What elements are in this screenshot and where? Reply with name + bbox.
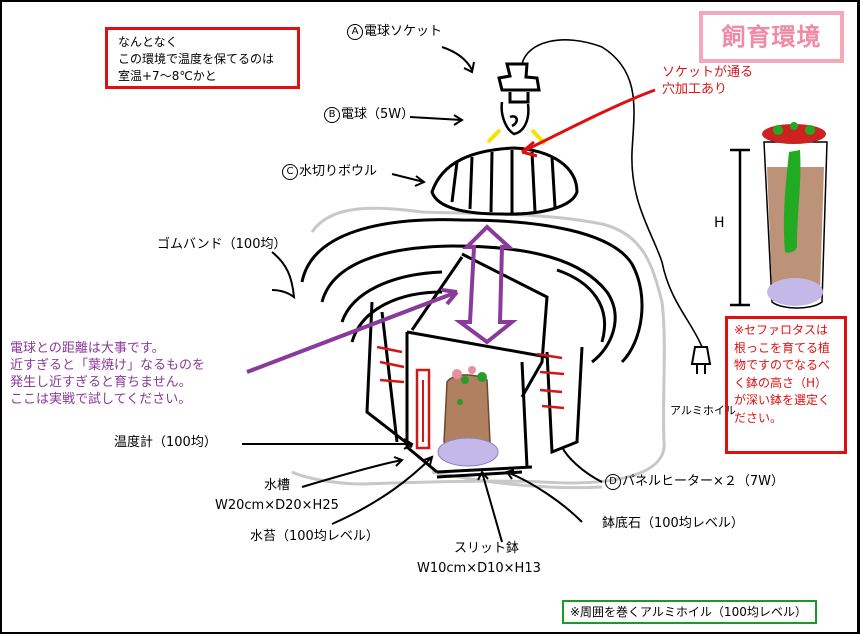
distance-arrow bbox=[460, 227, 512, 342]
note-line-2: この環境で温度を保てるのは bbox=[118, 51, 287, 68]
deep-pot-drawing bbox=[762, 122, 827, 308]
bowl-drawing bbox=[432, 148, 577, 214]
label-height: H bbox=[714, 215, 725, 231]
foil-note: ※周囲を巻くアルミホイル（100均レベル） bbox=[562, 600, 817, 624]
label-pot: スリット鉢 bbox=[454, 542, 519, 557]
distance-note-1: 電球との距離は大事です。 bbox=[10, 342, 165, 357]
label-bulb-text: 電球（5W） bbox=[341, 107, 414, 122]
socket-drawing bbox=[499, 64, 539, 102]
socket-hole-arrow bbox=[522, 90, 655, 152]
socket-hole-note-2: 穴加工あり bbox=[662, 83, 727, 98]
distance-note-2: 近すぎると「葉焼け」なるものを bbox=[10, 359, 205, 374]
badge-a: A bbox=[347, 24, 363, 40]
label-heater-text: パネルヒーター×２（7W） bbox=[622, 474, 784, 489]
pot-drawing bbox=[438, 366, 498, 466]
badge-b: B bbox=[324, 107, 340, 123]
label-moss: 水苔（100均レベル） bbox=[250, 530, 379, 545]
label-pot-size: W10cm×D10×H13 bbox=[417, 562, 541, 577]
bulb-drawing bbox=[502, 102, 529, 134]
cephalotus-note: ※セファロタスは根っこを育てる植物ですのでなるべく鉢の高さ（H）が深い鉢を選定く… bbox=[725, 316, 847, 454]
distance-note-3: 発生し近すぎると育ちません。 bbox=[10, 376, 192, 391]
label-bowl-text: 水切りボウル bbox=[299, 164, 377, 179]
label-rubber-band: ゴムバンド（100均） bbox=[157, 238, 286, 253]
label-thermometer: 温度計（100均） bbox=[114, 436, 217, 451]
title-badge: 飼育環境 bbox=[699, 11, 844, 63]
label-stones: 鉢底石（100均レベル） bbox=[602, 517, 744, 532]
label-socket-text: 電球ソケット bbox=[364, 24, 442, 39]
label-tank: 水槽 bbox=[264, 479, 290, 494]
note-line-3: 室温+7～8℃かと bbox=[118, 68, 287, 85]
cephalotus-note-text: ※セファロタスは根っこを育てる植物ですのでなるべく鉢の高さ（H）が深い鉢を選定く… bbox=[734, 323, 830, 425]
page-title: 飼育環境 bbox=[722, 23, 822, 51]
socket-hole-note-1: ソケットが通る bbox=[662, 66, 753, 81]
height-dimension bbox=[730, 150, 750, 305]
badge-c: C bbox=[282, 164, 298, 180]
distance-note-4: ここは実戦で試してください。 bbox=[10, 393, 191, 408]
label-tank-size: W20cm×D20×H25 bbox=[215, 499, 339, 514]
badge-d: D bbox=[605, 474, 621, 490]
foil-note-text: ※周囲を巻くアルミホイル（100均レベル） bbox=[570, 605, 807, 619]
plug bbox=[692, 347, 710, 364]
temperature-note: なんとなく この環境で温度を保てるのは 室温+7～8℃かと bbox=[105, 27, 300, 89]
note-line-1: なんとなく bbox=[118, 34, 287, 51]
